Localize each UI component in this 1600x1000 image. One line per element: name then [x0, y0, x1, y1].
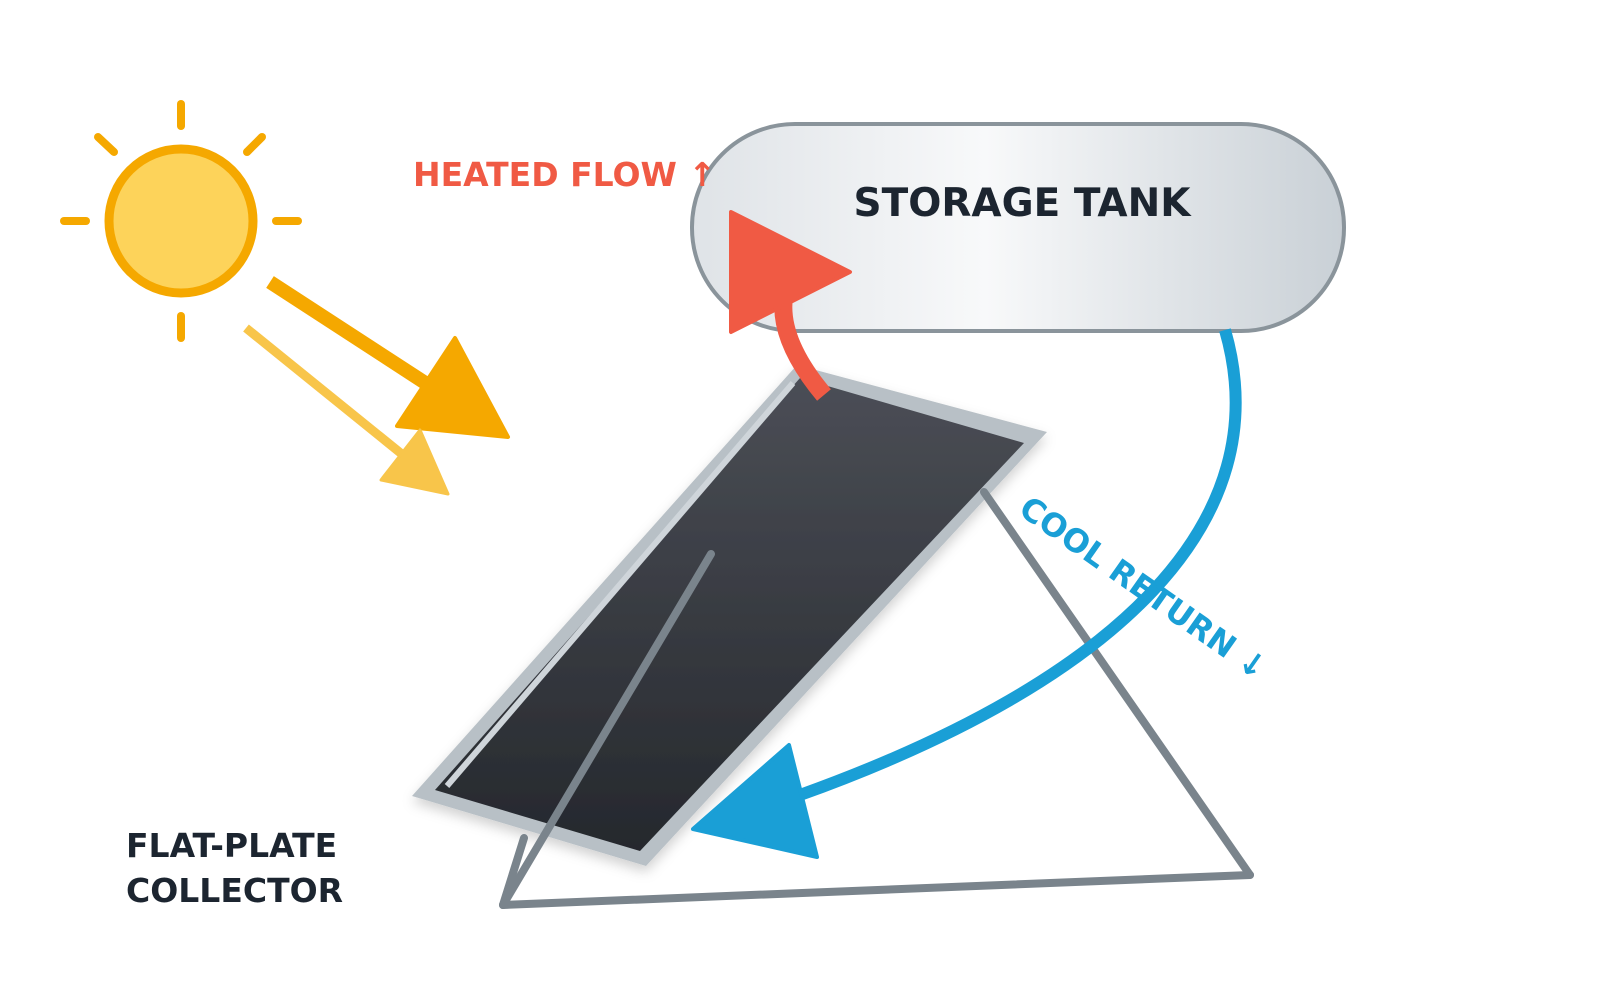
heated-flow-arrow — [729, 210, 852, 401]
sun-icon — [60, 100, 302, 342]
collector-label-line2: COLLECTOR — [126, 871, 343, 910]
heated-flow-label: HEATED FLOW ↑ — [413, 155, 716, 194]
sunlight-arrow-icon — [266, 276, 510, 439]
tank-label: STORAGE TANK — [854, 181, 1193, 226]
collector-support-frame — [499, 488, 1254, 909]
sunlight-arrow-icon — [243, 324, 450, 496]
collector-label-line1: FLAT-PLATE — [126, 826, 337, 865]
cool-return-arrow — [691, 328, 1242, 859]
flat-plate-collector — [412, 365, 1047, 866]
storage-tank — [690, 122, 1346, 333]
